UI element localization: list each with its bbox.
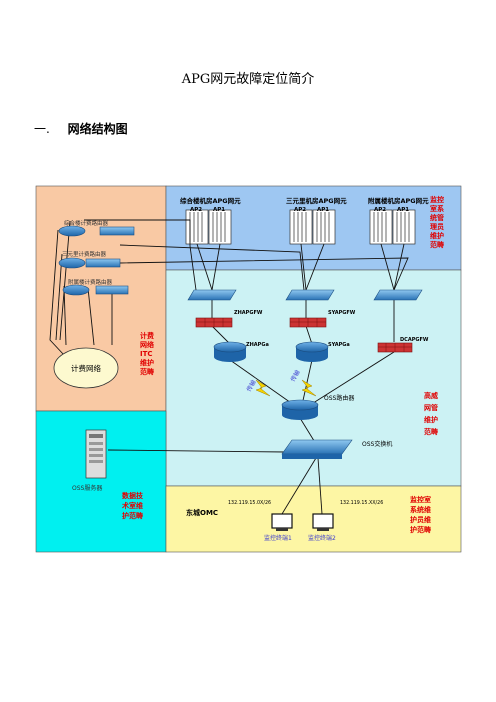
terminal-1-label: 监控终端1	[264, 534, 292, 542]
zone-bill-line-2: 网络	[140, 340, 154, 349]
zone-data-line-3: 护范畴	[122, 511, 143, 520]
billing-router-1	[58, 225, 135, 237]
zone-label-high-tier: 高威 网管 维护 范畴	[424, 391, 440, 436]
firewall-1	[195, 317, 233, 328]
lightning-icon	[255, 379, 271, 397]
monitor-terminal-2	[312, 513, 334, 531]
ip-label-1: 132.119.15.0X/26	[228, 500, 271, 506]
ap-label-2: AP1	[213, 207, 225, 213]
oss-router-label: OSS路由器	[324, 394, 354, 402]
router-3-label: 附属楼计费路由器	[68, 278, 113, 286]
ap-label-4: AP1	[317, 207, 329, 213]
east-omc-label: 东城OMC	[186, 508, 218, 517]
billing-network-label: 计费网络	[71, 363, 101, 373]
zone-top-line-5: 维护	[430, 231, 444, 240]
zone-high-line-3: 维护	[424, 415, 438, 424]
oss-switch	[281, 439, 353, 459]
oss-router	[281, 399, 319, 420]
links	[49, 219, 409, 515]
zone-top-line-3: 统管	[430, 213, 444, 222]
switch-3	[373, 289, 423, 301]
ap-label-6: AP1	[397, 207, 409, 213]
section-title: 网络结构图	[67, 122, 128, 136]
oss-server-label: OSS服务器	[72, 484, 102, 492]
zone-top-line-4: 理员	[430, 222, 444, 231]
fw3-label: DCAPGFW	[400, 337, 429, 343]
zone-top-line-6: 范畴	[430, 240, 444, 249]
site3-label: 附属楼机房APG网元	[368, 196, 429, 205]
zone-top-line-2: 室系	[430, 204, 444, 213]
zone-top-line-1: 监控	[430, 195, 444, 204]
fw2-label: SYAPGFW	[328, 310, 356, 316]
switch-2	[285, 289, 335, 301]
oss-server	[85, 429, 107, 479]
zone-room-line-2: 系统维	[410, 505, 431, 514]
zone-room-line-4: 护范畴	[410, 525, 431, 534]
billing-router-2	[58, 257, 121, 269]
terminal-2-label: 监控终端2	[308, 534, 336, 542]
core-router-1	[213, 341, 247, 362]
document-title: APG网元故障定位简介	[181, 72, 315, 87]
firewall-3	[377, 342, 413, 353]
zone-room-line-3: 护员维	[410, 515, 431, 524]
cr2-label: SYAPGa	[328, 342, 350, 348]
billing-network-cloud	[53, 347, 119, 389]
ip-label-2: 132.119.15.XX/26	[340, 500, 383, 506]
lightning-icon-2	[301, 379, 317, 397]
zone-label-data-tech: 数据技 术室维 护范畴	[121, 491, 145, 520]
zone-label-monitor-sys: 监控 室系 统管 理员 维护 范畴	[430, 195, 446, 249]
router-2-label: 三元里计费路由器	[62, 250, 107, 258]
zone-data-line-2: 术室维	[121, 501, 143, 510]
billing-router-3	[62, 284, 129, 296]
zone-bill-line-4: 维护	[140, 358, 154, 367]
section-heading: 一. 网络结构图	[34, 120, 128, 137]
rack-lines	[189, 212, 410, 242]
site2-label: 三元里机房APG网元	[286, 196, 347, 205]
zone-bill-line-1: 计费	[140, 331, 154, 340]
core-router-2	[295, 341, 329, 362]
switch-1	[187, 289, 237, 301]
ap-label-1: AP2	[190, 207, 202, 213]
fw1-label: ZHAPGFW	[234, 310, 263, 316]
cr1-label: ZHAPGa	[246, 342, 269, 348]
site1-label: 综合楼机房APG网元	[180, 196, 241, 205]
router-1-label: 综合楼计费路由器	[64, 219, 109, 227]
zone-room-line-1: 监控室	[410, 495, 431, 504]
zone-high-line-4: 范畴	[424, 427, 438, 436]
zone-label-billing: 计费 网络 ITC 维护 范畴	[140, 331, 156, 376]
zone-high-line-2: 网管	[424, 403, 438, 412]
firewall-2	[289, 317, 327, 328]
ap-racks	[185, 209, 416, 245]
zone-bill-line-5: 范畴	[140, 367, 154, 376]
section-number: 一.	[34, 122, 50, 136]
ap-label-3: AP2	[294, 207, 306, 213]
zone-data-line-1: 数据技	[122, 491, 144, 500]
zone-bill-line-3: ITC	[140, 350, 153, 358]
zone-high-line-1: 高威	[424, 391, 438, 400]
monitor-terminal-1	[271, 513, 293, 531]
zone-label-monitor-room: 监控室 系统维 护员维 护范畴	[410, 495, 433, 534]
oss-switch-label: OSS交换机	[362, 440, 392, 448]
ap-label-5: AP2	[374, 207, 386, 213]
